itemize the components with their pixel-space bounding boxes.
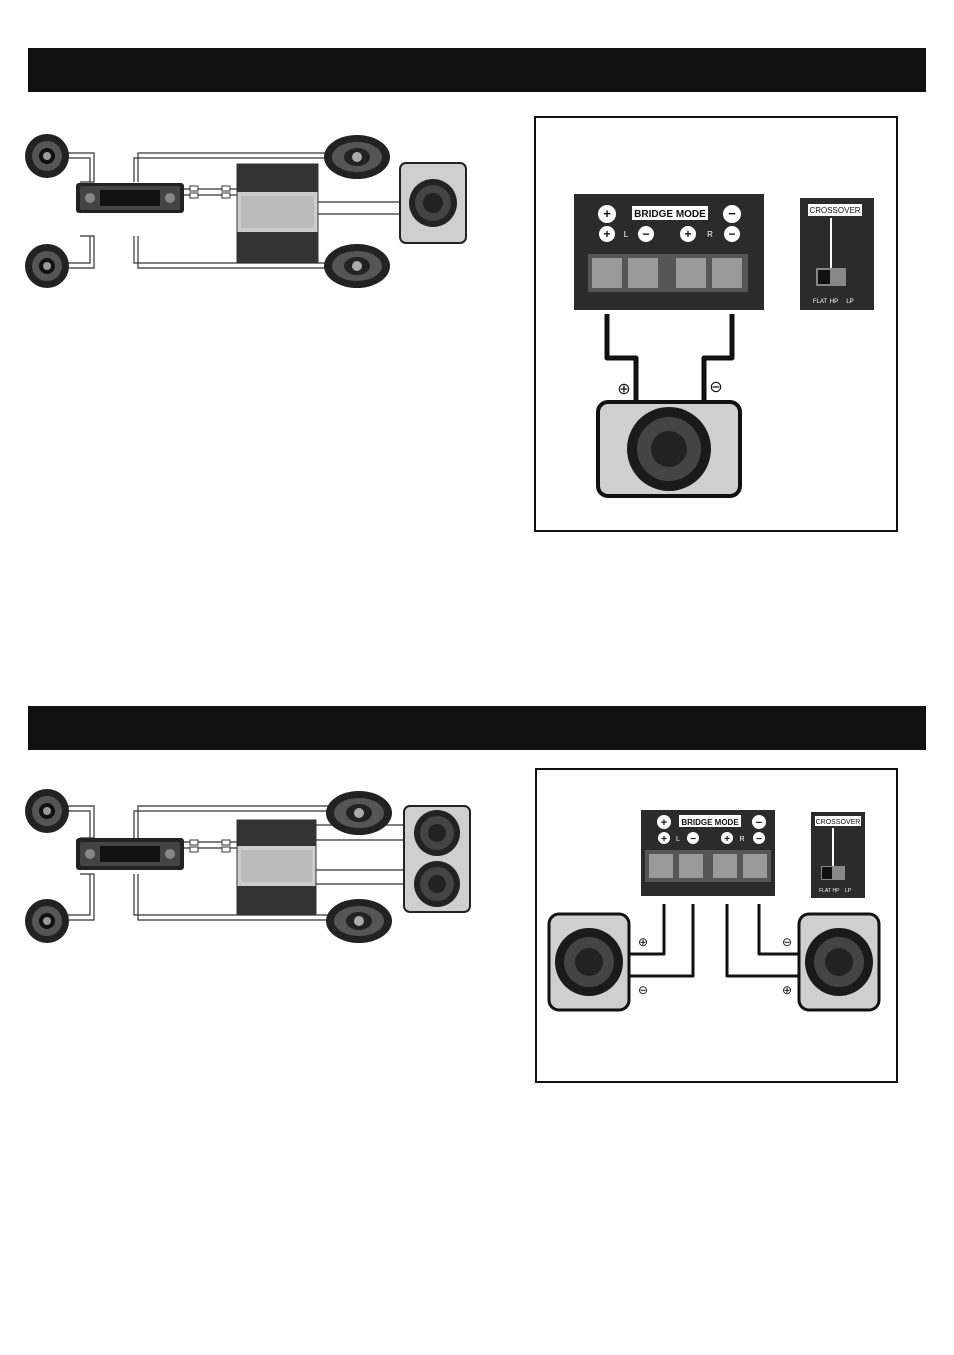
crossover-lp-label: LP	[845, 888, 852, 894]
minus-symbol: −	[642, 227, 649, 241]
plus-symbol: +	[724, 834, 730, 845]
left-plus-symbol: ⊕	[638, 935, 648, 949]
rear-left-speaker-icon	[25, 244, 69, 288]
head-unit-icon	[76, 183, 184, 213]
amplifier-icon	[237, 820, 316, 914]
rear-right-speaker-icon	[326, 899, 392, 943]
front-left-speaker-icon	[25, 134, 69, 178]
section2-detail-panel: BRIDGE MODE + − + − + − L R CROSSOVER FL…	[535, 768, 898, 1083]
plus-symbol: +	[603, 227, 610, 241]
dual-subwoofer-icon	[404, 806, 470, 912]
minus-symbol: −	[728, 206, 736, 221]
crossover-hp-label: HP	[833, 888, 841, 894]
left-channel-label: L	[676, 836, 680, 843]
crossover-label: CROSSOVER	[809, 206, 860, 215]
head-unit-icon	[76, 838, 184, 870]
front-right-speaker-icon	[326, 791, 392, 835]
front-left-speaker-icon	[25, 789, 69, 833]
plus-symbol: +	[603, 206, 611, 221]
subwoofer-icon	[400, 163, 466, 243]
crossover-flat-label: FLAT	[813, 299, 828, 305]
plus-symbol: +	[661, 817, 667, 829]
crossover-flat-label: FLAT	[819, 888, 831, 894]
crossover-lp-label: LP	[846, 299, 853, 305]
amplifier-icon	[237, 164, 318, 262]
left-subwoofer-icon	[549, 914, 629, 1010]
rear-right-speaker-icon	[324, 244, 390, 288]
right-channel-label: R	[739, 836, 744, 843]
section1-detail-panel: BRIDGE MODE + − + − + − L R CROSSOVER FL…	[534, 116, 898, 532]
bridge-mode-label: BRIDGE MODE	[681, 818, 739, 827]
minus-symbol: −	[728, 227, 735, 241]
right-plus-symbol: ⊕	[782, 983, 792, 997]
front-right-speaker-icon	[324, 135, 390, 179]
section1-header-bar	[28, 48, 926, 92]
bridge-mode-label: BRIDGE MODE	[634, 209, 706, 220]
left-channel-label: L	[624, 230, 629, 239]
crossover-hp-label: HP	[830, 299, 838, 305]
section2-wiring-diagram	[0, 780, 480, 955]
right-subwoofer-icon	[799, 914, 879, 1010]
crossover-label: CROSSOVER	[816, 819, 861, 826]
right-minus-symbol: ⊖	[782, 935, 792, 949]
section1-wiring-diagram	[0, 120, 480, 310]
wire-plus-symbol: ⊕	[617, 381, 630, 398]
minus-symbol: −	[756, 834, 762, 845]
plus-symbol: +	[661, 834, 667, 845]
rear-left-speaker-icon	[25, 899, 69, 943]
minus-symbol: −	[690, 834, 696, 845]
minus-symbol: −	[756, 817, 762, 829]
plus-symbol: +	[684, 227, 691, 241]
section2-header-bar	[28, 706, 926, 750]
right-channel-label: R	[707, 230, 713, 239]
left-minus-symbol: ⊖	[638, 983, 648, 997]
subwoofer-icon	[598, 402, 740, 496]
wire-minus-symbol: ⊖	[709, 379, 722, 396]
